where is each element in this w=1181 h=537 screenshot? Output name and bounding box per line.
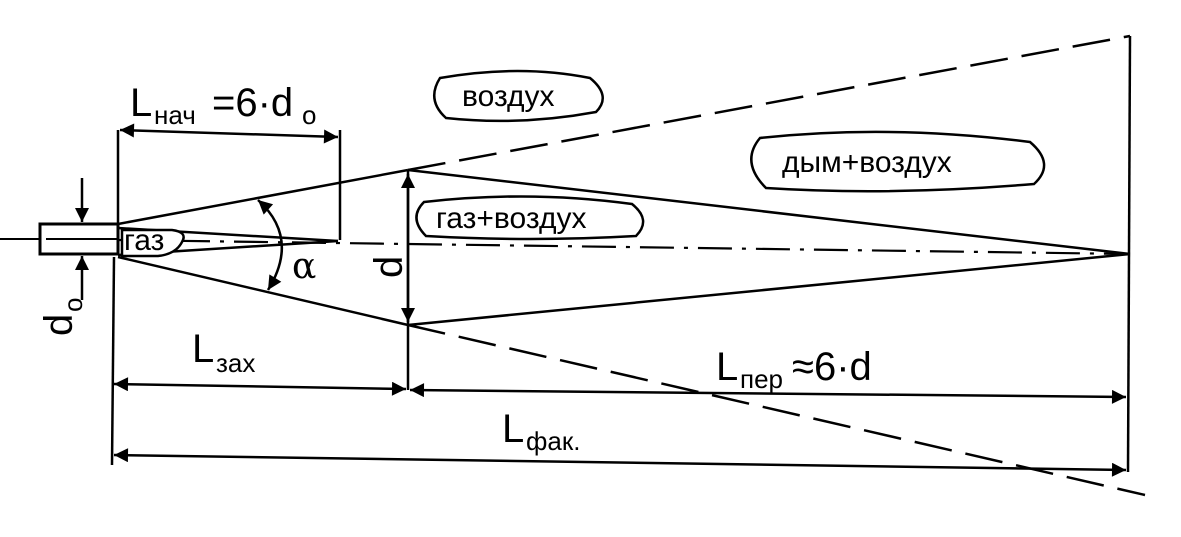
l-flame-label: L фак. [502,407,580,456]
smoke-air-label: дым+воздух [782,146,952,179]
gas-bubble [120,228,185,258]
flame-lower [407,252,1131,327]
d0-label: d o [37,298,88,336]
air-label: воздух [462,80,555,113]
jet-axis [117,238,1131,256]
l-flame-main: L [502,407,524,451]
air-bubble [433,69,604,123]
ext-line-end [1126,35,1132,473]
l-flame-dimension [113,448,1127,477]
l-capture-main: L [192,327,214,371]
l-init-rest: =6·d [212,81,293,125]
l-init-dimension [119,123,339,144]
l-capture-sub: зах [216,348,255,378]
l-init-main: L [130,81,152,125]
l-transition-rest: ≈6·d [792,345,872,389]
l-transition-main: L [716,345,738,389]
d0-main: d [37,314,81,336]
l-transition-label: L пер ≈6·d [716,345,872,394]
flame-upper [407,168,1131,256]
l-transition-sub: пер [740,364,783,394]
jet-upper-boundary [117,168,409,226]
d0-sub: o [58,298,88,312]
d-label: d [367,256,411,278]
l-init-label: L нач =6·d o [130,81,316,130]
ext-line-start-bottom [110,256,116,466]
alpha-label: α [292,246,316,287]
gas-air-label: газ+воздух [436,202,586,235]
gas-label: газ [124,224,164,257]
l-capture-dimension [113,377,407,396]
l-capture-label: L зах [192,327,255,378]
alpha-arc [257,199,284,291]
dashed-upper-extension [407,34,1131,172]
jet-lower-boundary [117,255,409,327]
l-flame-sub: фак. [526,426,580,456]
l-init-rest-sub: o [302,100,316,130]
gas-air-bubble [415,195,645,241]
l-transition-dimension [409,383,1127,404]
l-init-sub: нач [154,100,196,130]
smoke-air-bubble [750,130,1046,193]
